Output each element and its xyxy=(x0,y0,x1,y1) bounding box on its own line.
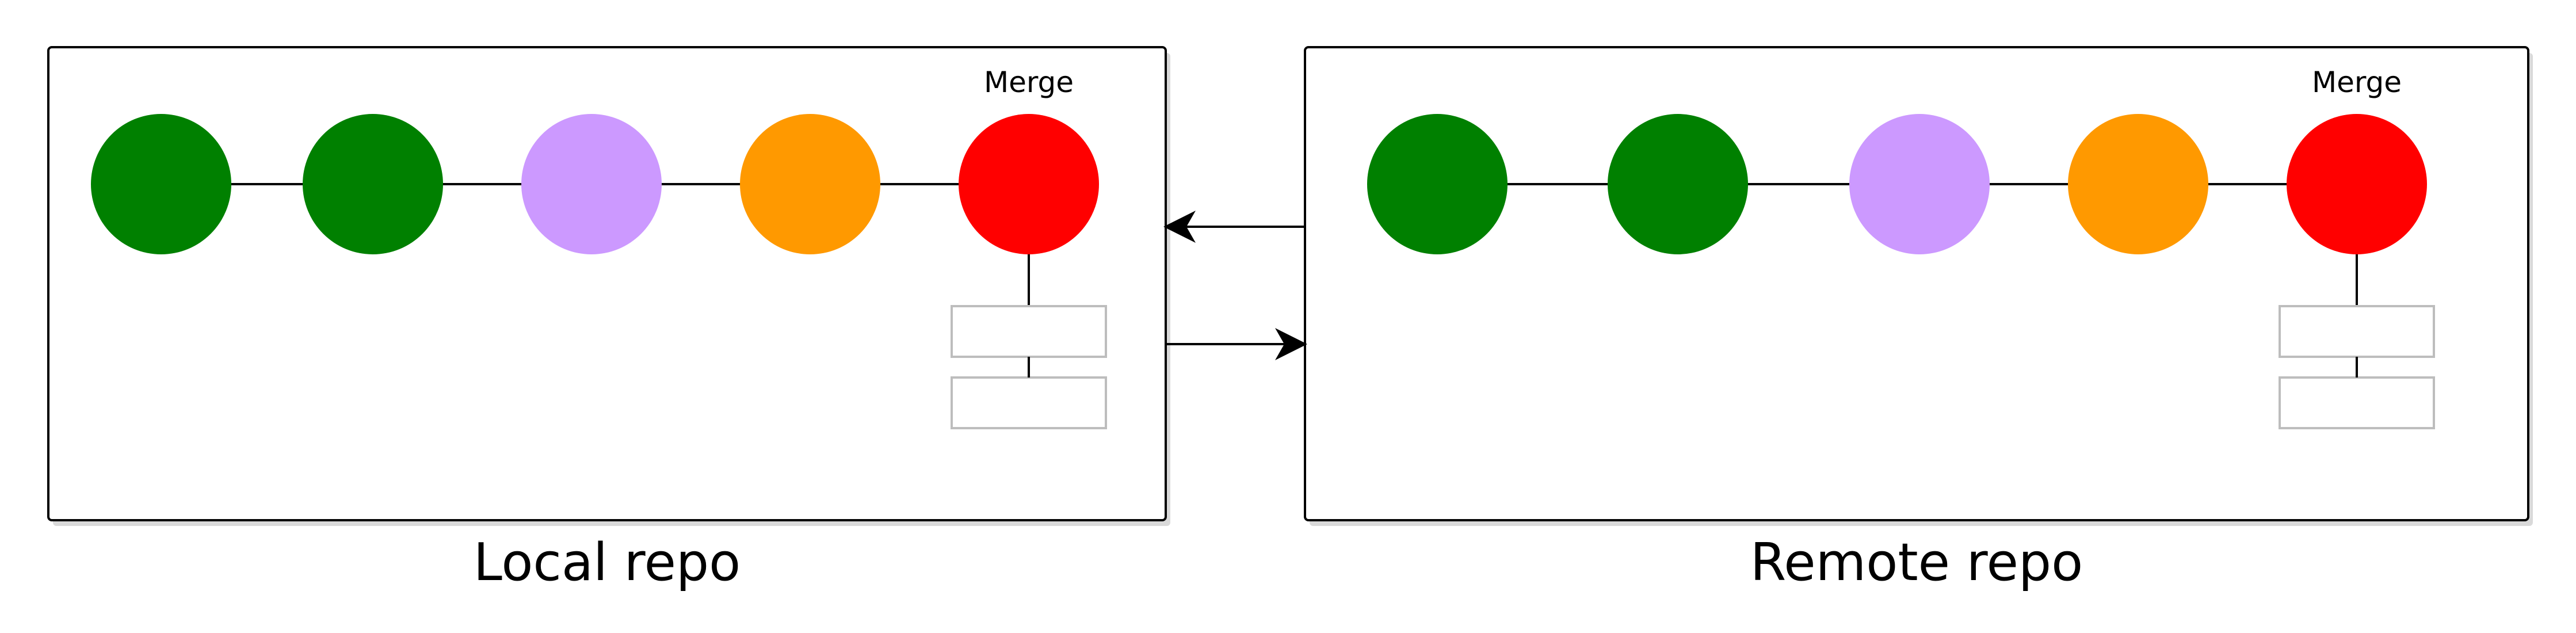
remote-commit-2 xyxy=(1608,114,1748,254)
local-commit-1 xyxy=(91,114,231,254)
remote-commit-4 xyxy=(2068,114,2208,254)
local-tag-box-1 xyxy=(951,305,1107,358)
local-repo: Merge xyxy=(47,46,1170,526)
remote-tag-box-1 xyxy=(2279,305,2435,358)
remote-repo: Merge xyxy=(1304,46,2533,526)
local-commit-3 xyxy=(521,114,662,254)
local-repo-label: Local repo xyxy=(474,532,741,593)
remote-tag-box-2 xyxy=(2279,376,2435,429)
local-tag-box-2 xyxy=(951,376,1107,429)
remote-commit-3 xyxy=(1849,114,1990,254)
remote-repo-label: Remote repo xyxy=(1750,532,2083,593)
remote-merge-label: Merge xyxy=(2312,66,2402,99)
local-merge-label: Merge xyxy=(984,66,1074,99)
local-commit-merge xyxy=(959,114,1099,254)
local-commit-4 xyxy=(740,114,880,254)
remote-commit-merge xyxy=(2287,114,2427,254)
local-commit-2 xyxy=(303,114,443,254)
remote-commit-1 xyxy=(1367,114,1508,254)
